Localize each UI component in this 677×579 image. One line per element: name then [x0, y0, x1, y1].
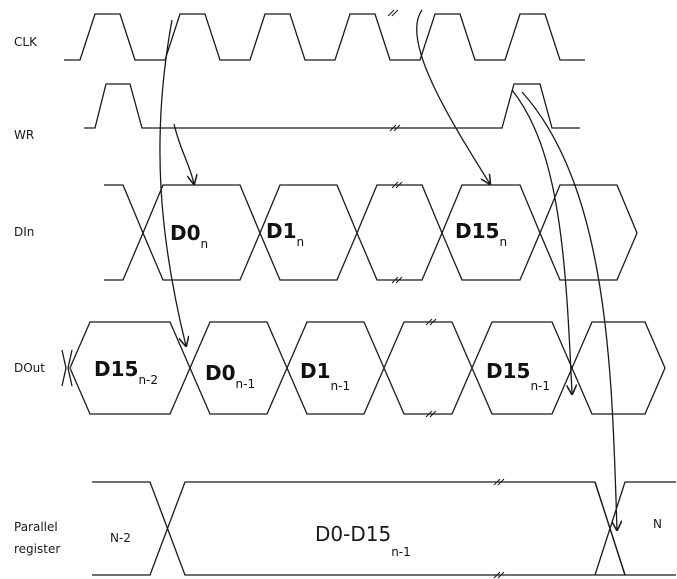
parallel-register-label-line1: Parallel	[14, 520, 58, 534]
arrow-clk-to-dout	[159, 19, 186, 346]
arrow-wr-to-din	[173, 123, 194, 184]
din-bus	[104, 181, 638, 284]
din-value-d0: D0n	[170, 221, 208, 251]
svg-text:D15n: D15n	[455, 219, 507, 249]
wr-waveform	[84, 83, 580, 129]
clk-label: CLK	[14, 35, 38, 49]
din-value-d1: D1n	[266, 219, 304, 249]
din-label: DIn	[14, 225, 34, 239]
svg-text:D1n: D1n	[266, 219, 304, 249]
svg-text:D15n-1: D15n-1	[486, 359, 550, 393]
arrow-wr-to-dout-d15	[511, 89, 572, 394]
svg-text:D0-D15n-1: D0-D15n-1	[315, 522, 411, 559]
dout-label: DOut	[14, 361, 45, 375]
clk-waveform	[64, 13, 585, 61]
dout-value-d15-n-1: D15n-1	[486, 359, 550, 393]
parallel-register-bus	[92, 478, 676, 579]
svg-text:D0n-1: D0n-1	[205, 361, 255, 391]
svg-text:D15n-2: D15n-2	[94, 357, 158, 387]
register-value-after: N	[653, 517, 662, 531]
wr-label: WR	[14, 128, 34, 142]
svg-text:D1n-1: D1n-1	[300, 359, 350, 393]
dout-value-d15-n-2: D15n-2	[94, 357, 158, 387]
dout-value-d0-n-1: D0n-1	[205, 361, 255, 391]
parallel-register-label-line2: register	[14, 542, 60, 556]
dout-value-d1-n-1: D1n-1	[300, 359, 350, 393]
arrow-wr-to-register	[521, 91, 617, 530]
svg-text:D0n: D0n	[170, 221, 208, 251]
din-value-d15: D15n	[455, 219, 507, 249]
clk-break-mark	[387, 9, 399, 17]
dout-bus	[61, 318, 666, 418]
arrow-clk-to-din-d15	[416, 9, 490, 184]
wr-break-mark	[389, 124, 401, 132]
register-value-before: N-2	[110, 531, 131, 545]
register-value-current: D0-D15n-1	[315, 522, 411, 559]
